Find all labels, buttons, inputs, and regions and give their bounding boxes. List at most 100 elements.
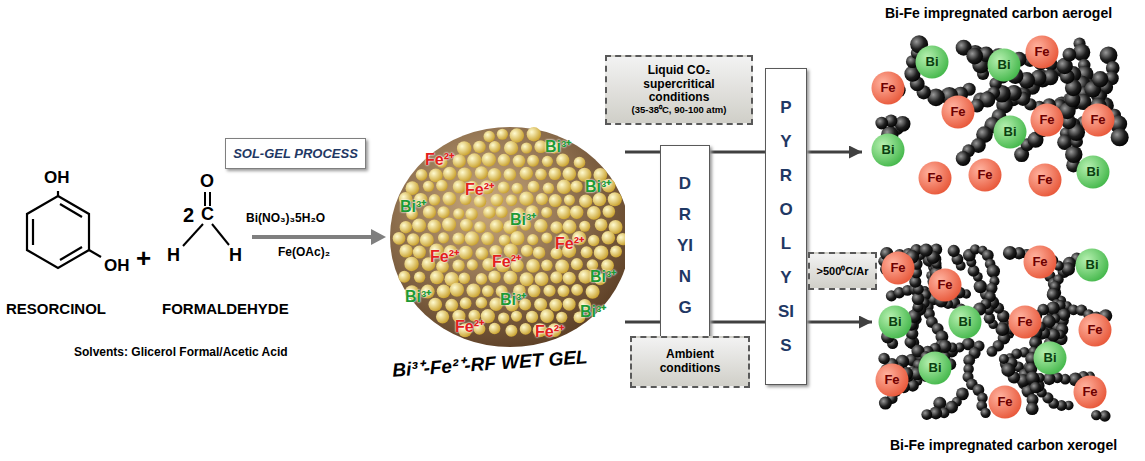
node-text: Bi-Fe impregnated carbon xerogel [872, 437, 1135, 453]
iron-particle-node: Fe [1081, 103, 1115, 137]
node-text: Bi³⁺ [405, 285, 431, 307]
gel-particle [557, 285, 569, 297]
gel-particle [400, 221, 412, 233]
iron-particle-node: Fe [968, 158, 1002, 192]
carbon-particle [1026, 402, 1039, 415]
gel-particle [459, 272, 470, 283]
node-text: >500⁰C/Ar [816, 265, 868, 278]
node-text: Fe²⁺ [430, 245, 459, 267]
particle-circle [1079, 314, 1112, 347]
gel-particle [475, 166, 488, 179]
node-text: Fe [918, 161, 952, 195]
gel-particle [398, 271, 410, 283]
wet-gel: Fe²⁺Bi³⁺Bi³⁺Fe²⁺Bi³⁺Bi³⁺Fe²⁺Fe²⁺Fe²⁺Bi³⁺… [385, 122, 625, 380]
particle-circle [942, 96, 975, 129]
gel-particle [393, 232, 406, 245]
gel-particle [557, 205, 571, 219]
node-text: Fe [1023, 245, 1057, 279]
carbon-particle [966, 48, 983, 65]
gel-particle [412, 218, 426, 232]
particle-circle [919, 162, 952, 195]
iron-particle-node: Fe [1008, 305, 1042, 339]
node-text: Bi [987, 48, 1021, 82]
node-text: Fe²⁺ [555, 232, 584, 254]
node-text: Fe [871, 71, 905, 105]
carbon-particle [956, 151, 971, 166]
label: OH [44, 168, 70, 188]
gel-particle [496, 206, 508, 218]
gel-particle [527, 155, 539, 167]
resorcinol-structure [27, 191, 101, 268]
gel-particle [483, 131, 494, 142]
condition-box: Ambient conditions [630, 336, 750, 388]
carbon-particle [1091, 410, 1101, 420]
process-line [807, 321, 872, 324]
arrow-head [371, 229, 386, 245]
gel-particle [595, 218, 608, 231]
node-text: Bi [915, 45, 949, 79]
node-text: Bi [1076, 155, 1110, 189]
gel-particle [533, 246, 545, 258]
process-line [710, 151, 765, 154]
gel-particle [541, 207, 552, 218]
node-text: Bi³⁺-Fe²⁺-RF WET GEL [391, 343, 588, 383]
gel-particle [414, 271, 425, 282]
gel-particle [574, 157, 586, 169]
carbon-particle [1111, 128, 1129, 146]
carbon-particle [1065, 146, 1082, 163]
gel-particle [540, 309, 554, 323]
carbon-particle [987, 265, 1000, 278]
particle-circle [969, 159, 1002, 192]
particle-circle [1031, 104, 1064, 137]
process-line [625, 151, 660, 154]
node-text: Bi³⁺ [590, 265, 616, 287]
gel-particle [549, 168, 562, 181]
node-text: Bi³⁺ [585, 175, 611, 197]
gel-particle [579, 195, 592, 208]
carbon-network [872, 35, 1128, 421]
iron-particle-node: Fe [881, 251, 915, 285]
iron-particle-node: Fe [1025, 35, 1059, 69]
particle-circle [919, 352, 952, 385]
carbon-particle [1030, 382, 1042, 394]
gel-particle [528, 181, 540, 193]
particle-circle [1024, 246, 1057, 279]
gel-particle [564, 195, 575, 206]
label: Fe(OAc)₂ [278, 246, 330, 260]
bismuth-particle-node: Bi [1075, 248, 1109, 282]
reaction-arrow [252, 229, 386, 245]
gel-particle [460, 219, 473, 232]
label: RESORCINOL [6, 300, 106, 317]
gel-particle [498, 312, 509, 323]
iron-particle-node: Fe [988, 385, 1022, 419]
gel-particle [526, 311, 538, 323]
particle-circle [1077, 156, 1110, 189]
bismuth-particle-node: Bi [1033, 341, 1067, 375]
particle-circle [872, 72, 905, 105]
gel-particle [437, 284, 451, 298]
node-text: Fe [875, 363, 909, 397]
gel-particle [442, 217, 456, 231]
node-text: Bi [918, 351, 952, 385]
node-text: Fe [881, 251, 915, 285]
gel-particle [504, 141, 518, 155]
gel-particle [459, 246, 473, 260]
node-text: Fe [1008, 305, 1042, 339]
node-text: Fe [1078, 313, 1112, 347]
gel-particle [603, 205, 616, 218]
process-line [625, 321, 660, 324]
particle-circle [989, 386, 1022, 419]
gel-particle [438, 206, 450, 218]
gel-particle [543, 285, 555, 297]
gel-particle [601, 231, 615, 245]
formaldehyde-structure [183, 192, 229, 246]
gel-particle [488, 270, 501, 283]
node-text: SOL-GEL PROCESS [233, 146, 358, 161]
iron-particle-node: Fe [1023, 245, 1057, 279]
double-bond [60, 204, 82, 217]
node-text: Bi-Fe impregnated carbon aerogel [862, 5, 1135, 21]
gel-particle [465, 231, 479, 245]
gel-particle [512, 183, 523, 194]
node-text: Bi³⁺ [545, 135, 571, 157]
gel-particle [475, 247, 488, 260]
